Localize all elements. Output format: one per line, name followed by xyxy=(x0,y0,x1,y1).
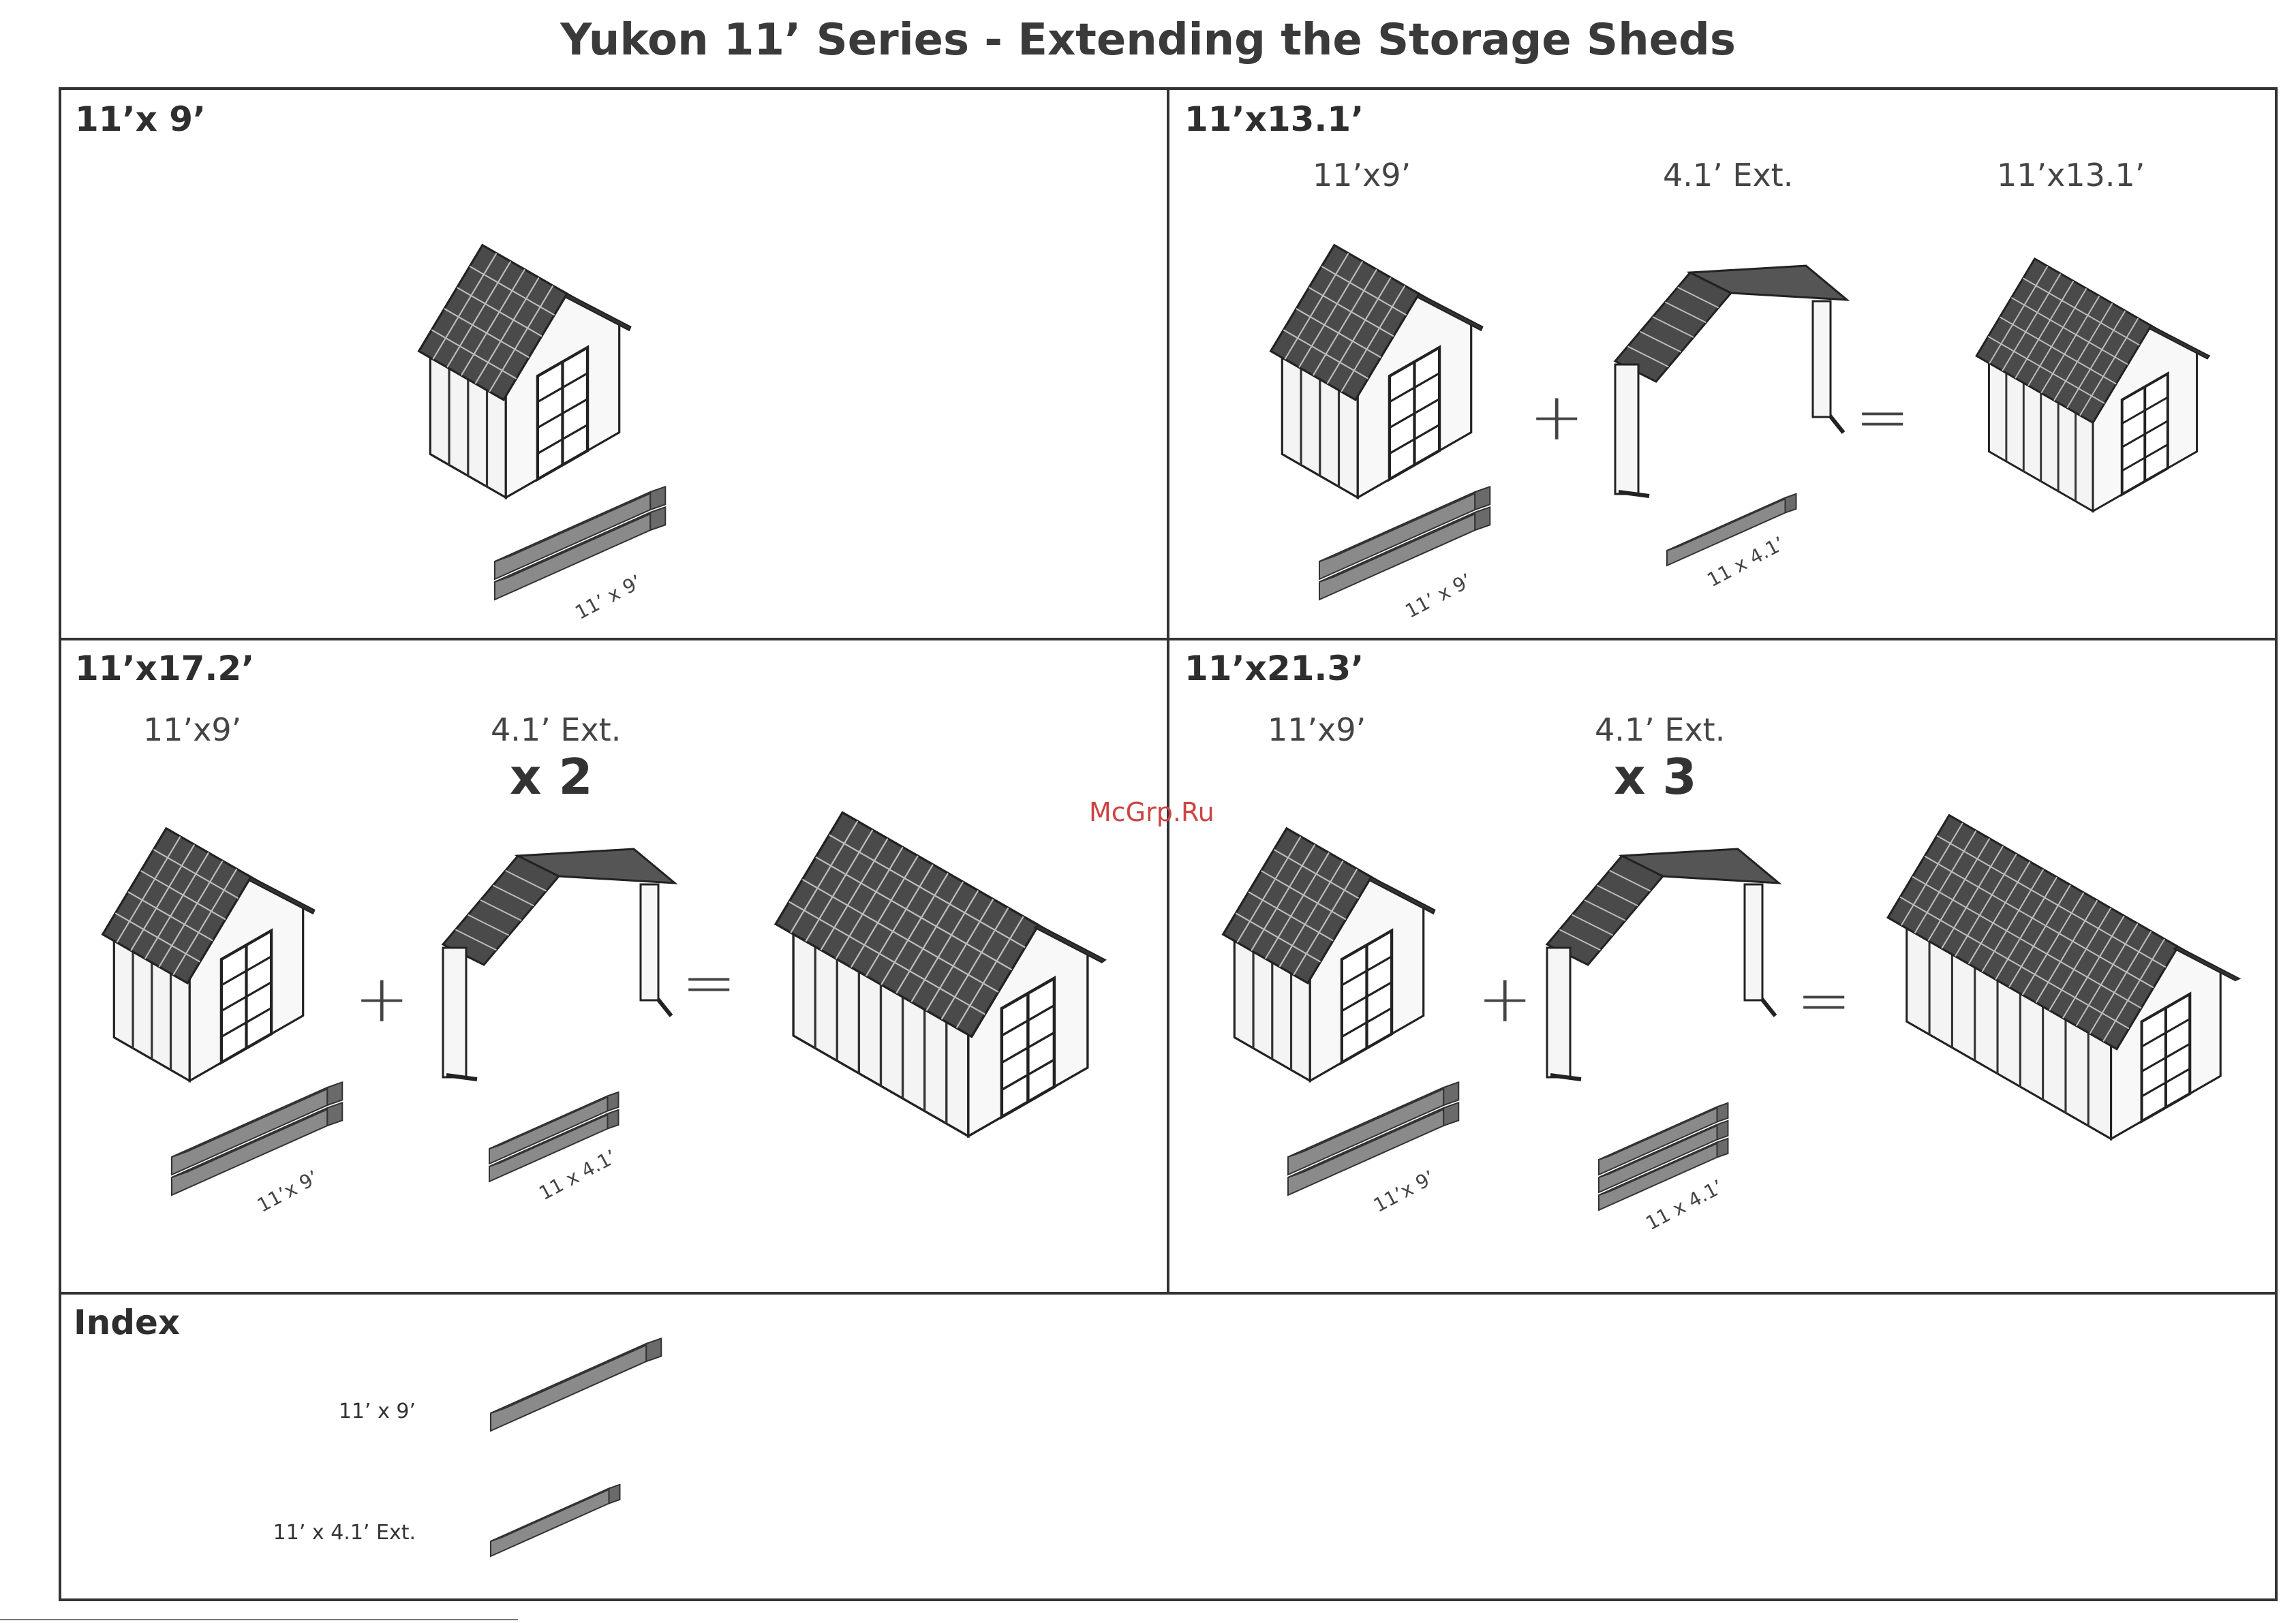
shed-11x9-icon xyxy=(1186,822,1472,1087)
multiplier: x 2 xyxy=(510,748,593,805)
shed-11x21-icon xyxy=(1852,807,2275,1147)
item-label-base: 11’x9’ xyxy=(143,711,241,748)
item-label-extension: 4.1’ Ext. xyxy=(1595,711,1725,748)
index-frame xyxy=(59,1292,2278,1601)
page-title: Yukon 11’ Series - Extending the Storage… xyxy=(0,15,2296,65)
index-title: Index xyxy=(74,1303,180,1342)
grid-divider-horizontal xyxy=(59,638,2278,640)
index-label-extension-kit: 11’ x 4.1’ Ext. xyxy=(245,1521,416,1545)
equals-sign: = xyxy=(1855,379,1910,455)
package-box-icon xyxy=(487,1495,630,1570)
watermark: McGrp.Ru xyxy=(1089,797,1214,827)
extension-frame-icon xyxy=(1602,245,1861,504)
equals-sign: = xyxy=(682,944,736,1021)
footer-rule xyxy=(0,1619,518,1620)
item-label-result: 11’x13.1’ xyxy=(1997,157,2145,194)
item-label-extension: 4.1’ Ext. xyxy=(491,711,621,748)
multiplier: x 3 xyxy=(1614,748,1697,805)
shed-11x9-icon xyxy=(1234,238,1520,504)
shed-11x17-icon xyxy=(729,804,1152,1145)
extension-frame-icon xyxy=(429,829,688,1087)
index-label-base-kit: 11’ x 9’ xyxy=(293,1400,416,1423)
shed-11x13-icon xyxy=(1933,252,2253,518)
plus-sign: + xyxy=(354,961,409,1037)
equals-sign: = xyxy=(1796,962,1851,1038)
item-label-base: 11’x9’ xyxy=(1313,157,1411,194)
package-box-icon xyxy=(1284,1100,1468,1209)
extension-frame-icon xyxy=(1533,829,1792,1087)
grid-divider-vertical xyxy=(1167,87,1169,1295)
plus-sign: + xyxy=(1529,379,1584,455)
package-box-icon xyxy=(168,1100,352,1209)
shed-11x9-icon xyxy=(65,822,352,1087)
shed-11x9-icon xyxy=(368,238,682,504)
package-box-icon xyxy=(491,504,675,613)
item-label-base: 11’x9’ xyxy=(1268,711,1366,748)
package-box-icon xyxy=(487,1349,671,1444)
item-label-extension: 4.1’ Ext. xyxy=(1663,157,1793,194)
section-title: 11’x13.1’ xyxy=(1184,99,1364,139)
package-box-icon xyxy=(1315,504,1499,613)
section-title: 11’x21.3’ xyxy=(1184,649,1364,688)
section-title: 11’x 9’ xyxy=(75,99,206,139)
section-title: 11’x17.2’ xyxy=(75,649,254,688)
plus-sign: + xyxy=(1478,961,1532,1037)
